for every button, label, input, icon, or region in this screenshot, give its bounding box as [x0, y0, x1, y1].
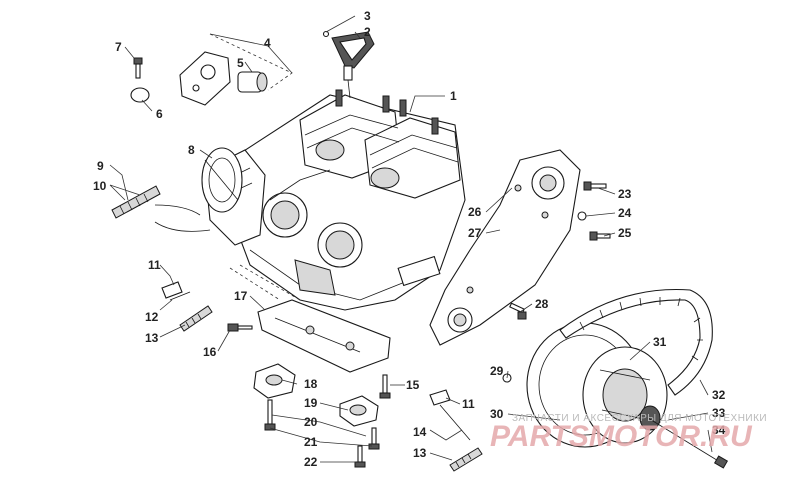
callout-28: 28 [535, 297, 549, 311]
callout-23: 23 [618, 187, 632, 201]
callout-8: 8 [188, 143, 195, 157]
callout-26: 26 [468, 205, 482, 219]
engine-mount-plate [227, 299, 391, 373]
drive-plate [429, 149, 611, 346]
callout-14: 14 [413, 425, 427, 439]
callout-3: 3 [364, 9, 371, 23]
callout-13a: 13 [145, 331, 159, 345]
callout-20: 20 [304, 415, 318, 429]
callout-labels: 1 2 3 4 5 6 7 8 9 10 11 11 12 13 13 14 1… [93, 9, 726, 469]
engine-mounts [253, 363, 391, 468]
callout-30: 30 [490, 407, 504, 421]
callout-32: 32 [712, 388, 726, 402]
callout-22: 22 [304, 455, 318, 469]
callout-18: 18 [304, 377, 318, 391]
watermark-caption: ЗАПЧАСТИ И АКСЕССУАРЫ ДЛЯ МОТОТЕХНИКИ [512, 413, 767, 424]
callout-5: 5 [237, 56, 244, 70]
callout-19: 19 [304, 396, 318, 410]
callout-7: 7 [115, 40, 122, 54]
callout-10: 10 [93, 179, 107, 193]
callout-1: 1 [450, 89, 457, 103]
callout-34: 34 [712, 423, 726, 437]
clutch-bolt [647, 417, 729, 469]
callout-4: 4 [264, 36, 271, 50]
recoil-starter [201, 147, 243, 213]
callout-27: 27 [468, 226, 482, 240]
drive-belt [559, 288, 713, 396]
callout-25: 25 [618, 226, 632, 240]
callout-29: 29 [490, 364, 504, 378]
exhaust-spring-left [161, 281, 213, 332]
watermark-brand: PARTSMOTOR.RU [490, 420, 753, 453]
engine-block [204, 89, 466, 311]
callout-11a: 11 [148, 258, 161, 272]
callout-6: 6 [156, 107, 163, 121]
exhaust-spring-right [429, 389, 483, 472]
callout-21: 21 [304, 435, 318, 449]
callout-33: 33 [712, 406, 726, 420]
callout-31: 31 [653, 335, 667, 349]
callout-13b: 13 [413, 446, 427, 460]
callout-24: 24 [618, 206, 632, 220]
drive-clutch [502, 322, 668, 448]
callout-16: 16 [203, 345, 217, 359]
callout-11b: 11 [462, 397, 475, 411]
callout-12: 12 [145, 310, 159, 324]
starter-handle [322, 30, 375, 99]
watermark: ЗАПЧАСТИ И АКСЕССУАРЫ ДЛЯ МОТОТЕХНИКИ PA… [490, 413, 767, 453]
hose-spring-clamp [111, 185, 211, 232]
callout-9: 9 [97, 159, 104, 173]
callout-15: 15 [406, 378, 420, 392]
rope-guide-bracket [130, 51, 268, 106]
callout-2: 2 [364, 25, 371, 39]
callout-17: 17 [234, 289, 248, 303]
leader-lines [109, 15, 713, 463]
